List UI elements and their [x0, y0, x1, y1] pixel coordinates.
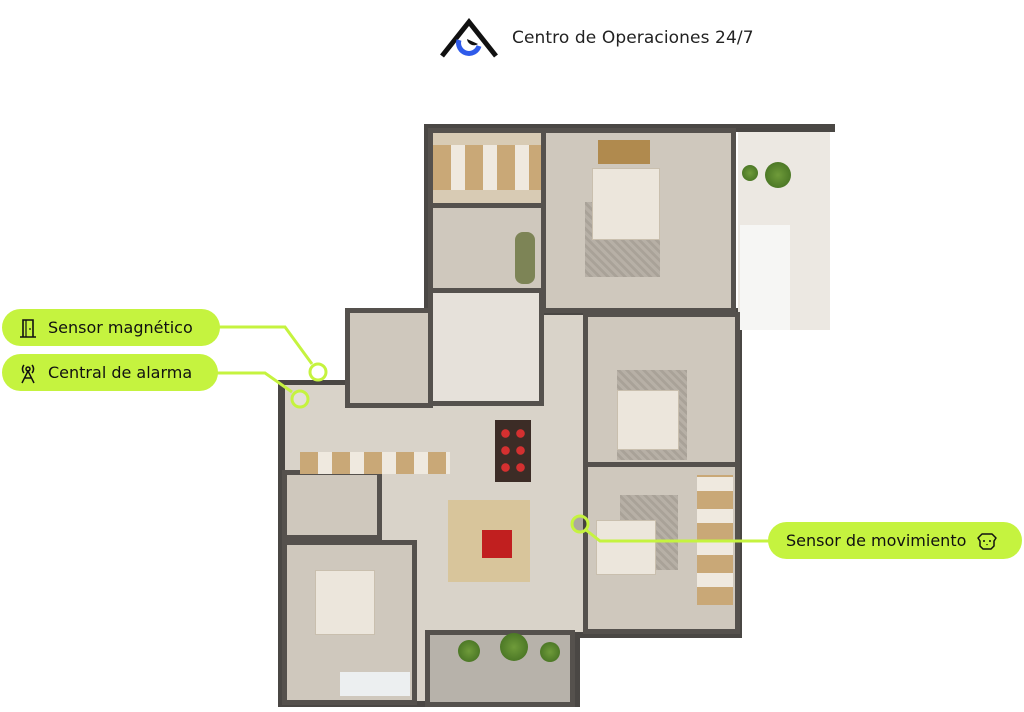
- sensor-label: Sensor magnético: [48, 318, 193, 337]
- dog-icon: [977, 532, 998, 550]
- motion-sensor-marker: [570, 514, 590, 534]
- sensor-label: Sensor de movimiento: [786, 531, 967, 550]
- antenna-icon: [21, 364, 35, 383]
- alarm-central-label[interactable]: Central de alarma: [2, 354, 218, 391]
- logo-icon: [440, 18, 498, 58]
- header-title: Centro de Operaciones 24/7: [512, 28, 754, 48]
- header: Centro de Operaciones 24/7: [440, 18, 754, 58]
- magnetic-sensor-marker: [308, 362, 328, 382]
- motion-sensor-label[interactable]: Sensor de movimiento: [768, 522, 1022, 559]
- sensor-label: Central de alarma: [48, 363, 193, 382]
- alarm-central-marker: [290, 389, 310, 409]
- magnetic-sensor-label[interactable]: Sensor magnético: [2, 309, 220, 346]
- door-icon: [20, 318, 36, 338]
